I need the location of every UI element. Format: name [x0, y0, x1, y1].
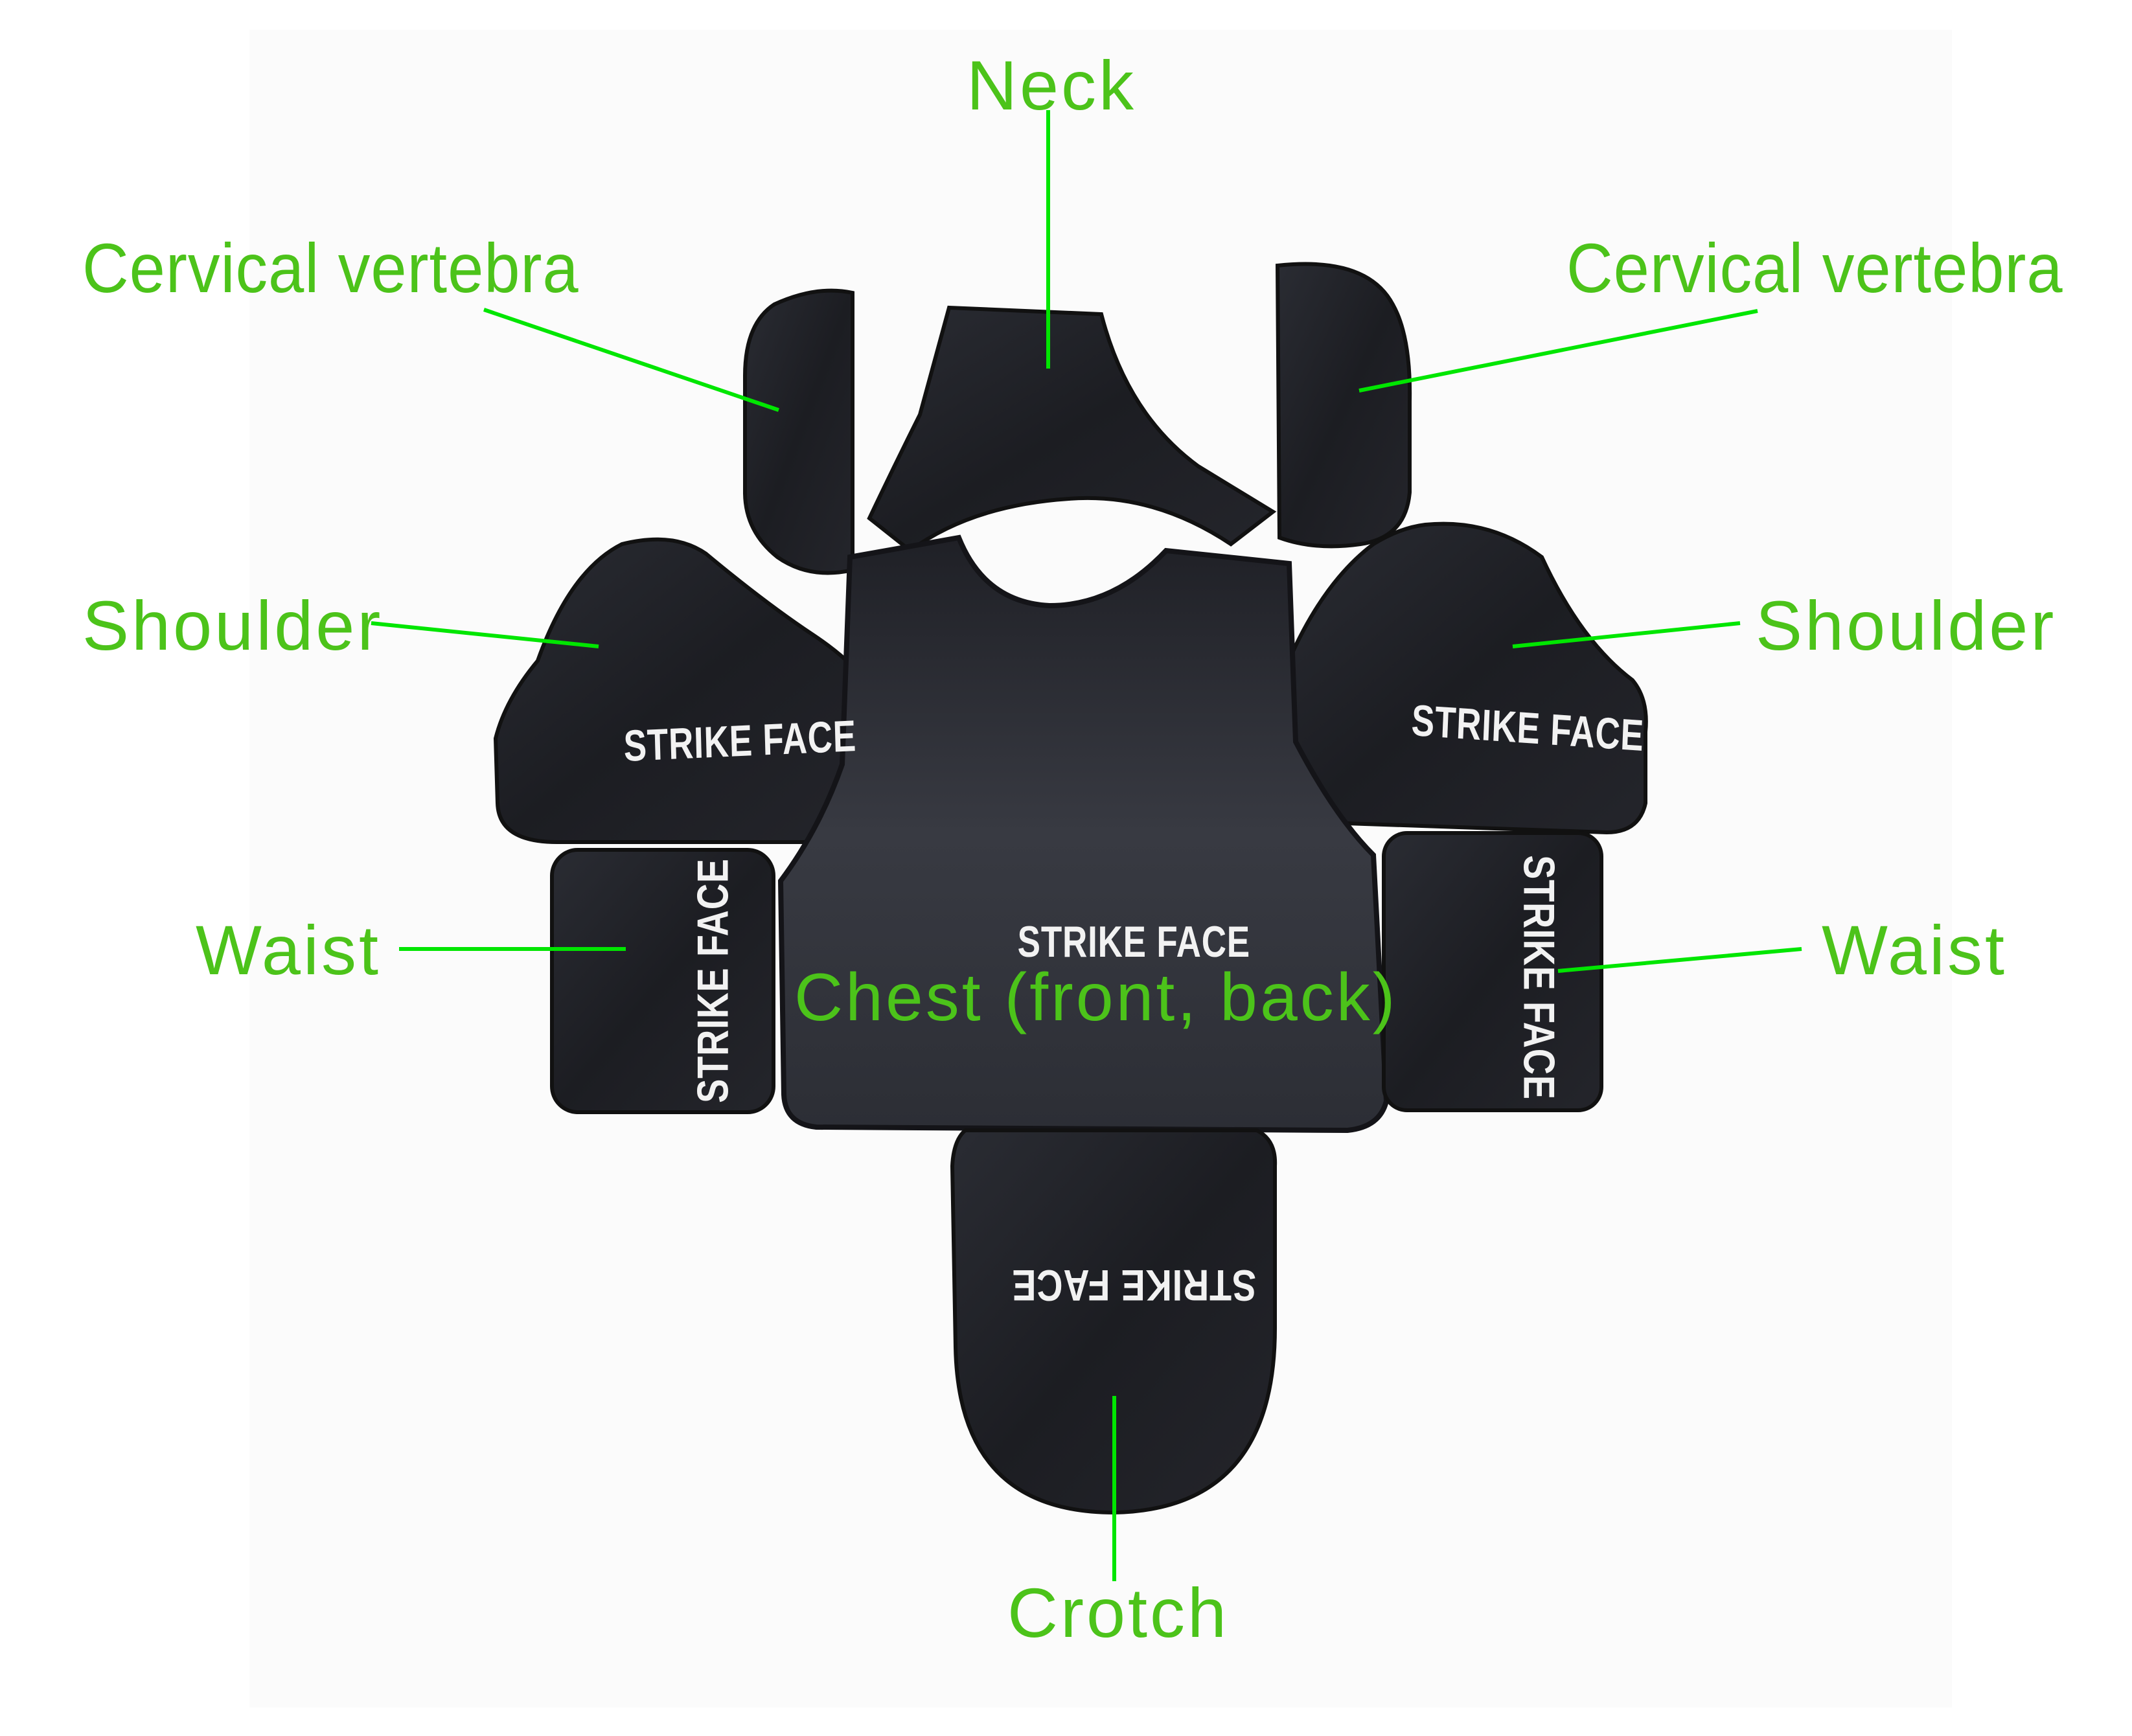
- leader-shoulder-left: [371, 621, 599, 648]
- waist-right-piece: [1382, 831, 1603, 1112]
- chest-piece: [777, 534, 1390, 1134]
- label-neck: Neck: [967, 46, 1137, 124]
- label-shoulder-left: Shoulder: [82, 586, 384, 665]
- label-cervical-left: Cervical vertebra: [82, 229, 579, 307]
- shoulder-left-piece: [493, 537, 880, 844]
- cervical-left-piece: [743, 288, 854, 575]
- strike-face-waist-right: STRIKE FACE: [1514, 855, 1564, 1100]
- strike-face-waist-left: STRIKE FACE: [688, 858, 738, 1103]
- label-crotch: Crotch: [1007, 1573, 1230, 1652]
- label-shoulder-right: Shoulder: [1756, 586, 2057, 665]
- label-waist-left: Waist: [196, 911, 381, 989]
- label-chest: Chest (front, back): [794, 960, 1398, 1035]
- neck-piece: [867, 305, 1277, 553]
- leader-lines: [371, 110, 1802, 1581]
- strike-face-chest: STRIKE FACE: [1017, 917, 1250, 966]
- shoulder-right-piece: [1281, 521, 1648, 835]
- cervical-right-piece: [1275, 262, 1412, 549]
- leader-shoulder-right: [1512, 621, 1741, 648]
- leader-cervical-left: [483, 308, 779, 412]
- strike-face-crotch: STRIKE FACE: [1011, 1261, 1257, 1310]
- leader-cervical-right: [1358, 309, 1758, 393]
- leader-waist-right: [1557, 947, 1802, 973]
- label-waist-right: Waist: [1822, 911, 2007, 989]
- waist-left-piece: [550, 848, 775, 1114]
- strike-face-shoulder-left: STRIKE FACE: [623, 711, 857, 771]
- label-cervical-right: Cervical vertebra: [1566, 229, 2063, 307]
